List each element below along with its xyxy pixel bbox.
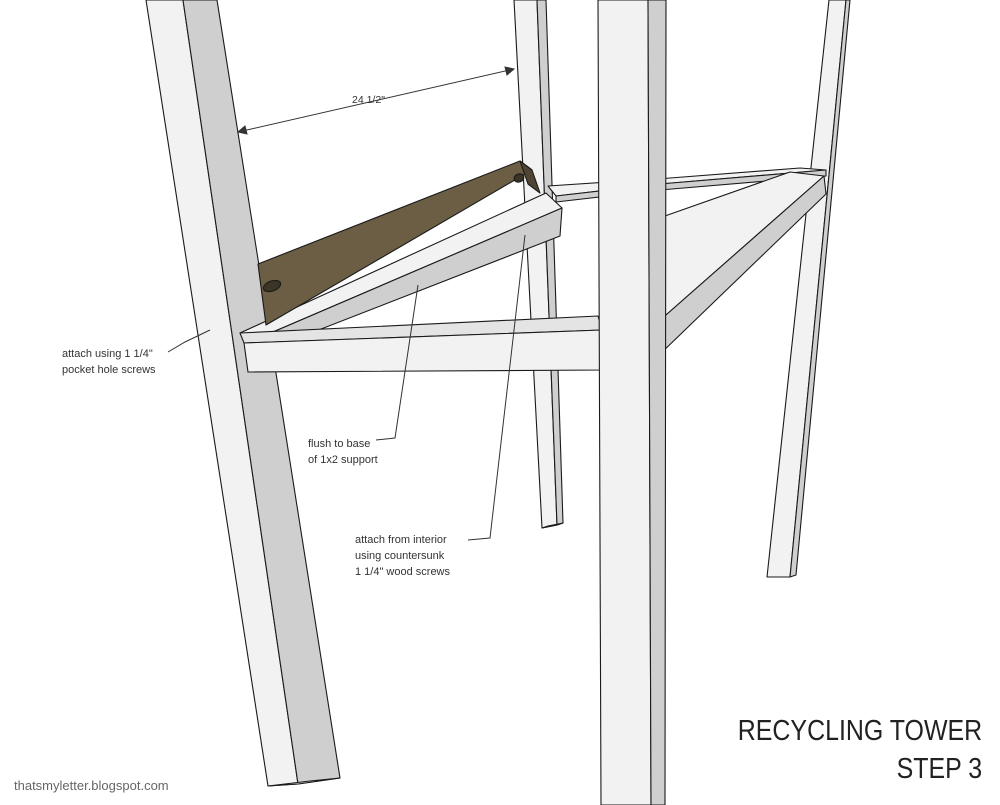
front-crossbar: [239, 315, 605, 373]
annotation-line: pocket hole screws: [62, 364, 156, 376]
annotation-line: attach using 1 1/4": [62, 348, 153, 360]
dimension-line: [236, 66, 516, 135]
leader-pocket-screws: [167, 329, 211, 353]
annotation-line: of 1x2 support: [308, 454, 378, 466]
annotation-line: 1 1/4" wood screws: [355, 566, 451, 578]
step-title: RECYCLING TOWER STEP 3: [738, 712, 982, 788]
1x2-support-board: [257, 160, 541, 326]
annotation-line: flush to base: [308, 438, 371, 450]
leader-lines: [167, 234, 526, 541]
dimension-label: 24 1/2": [352, 94, 385, 106]
back-right-post: [766, 0, 851, 578]
annotation-line: attach from interior: [355, 534, 447, 546]
pocket-hole: [513, 173, 525, 183]
subtitle-line: STEP 3: [896, 753, 982, 785]
leader-flush-base: [375, 284, 419, 441]
source-credit: thatsmyletter.blogspot.com: [14, 778, 169, 793]
leader-interior-attach: [467, 234, 526, 541]
title-line: RECYCLING TOWER: [737, 715, 982, 747]
annotation-interior-attach: attach from interior using countersunk 1…: [355, 532, 450, 580]
front-center-post: [597, 0, 667, 805]
annotation-pocket-screws: attach using 1 1/4" pocket hole screws: [62, 346, 156, 378]
annotation-line: using countersunk: [355, 550, 445, 562]
pocket-hole: [262, 279, 282, 293]
annotation-flush-base: flush to base of 1x2 support: [308, 436, 378, 468]
left-front-post: [145, 0, 341, 787]
